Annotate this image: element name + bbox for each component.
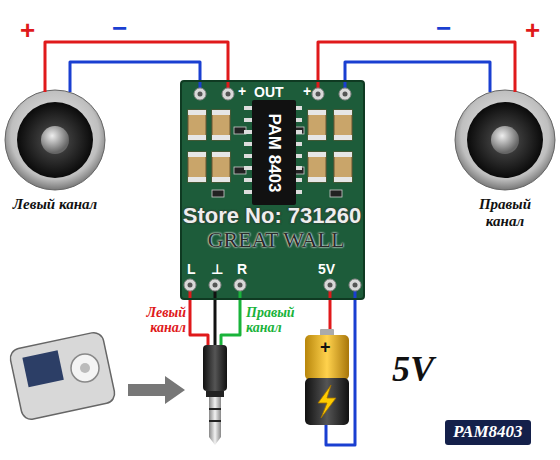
audio-jack — [203, 345, 227, 445]
chip-label: PAM 8403 — [264, 113, 284, 192]
voltage-label: 5V — [392, 350, 434, 390]
amplifier-board: OUT + + L ⊥ R 5V PAM 8403 — [180, 80, 365, 300]
channel-label: Правый канал — [246, 305, 304, 336]
watermark: GREAT WALL — [208, 228, 345, 252]
pin-name: L — [187, 262, 196, 277]
battery — [305, 329, 349, 425]
arrow — [128, 376, 185, 404]
speaker-label: Левый канал — [8, 196, 102, 213]
terminal-sign: − — [112, 14, 127, 43]
right-speaker — [455, 90, 555, 190]
terminal-sign: − — [436, 14, 451, 43]
battery-sign: + — [320, 338, 331, 358]
pin-name: ⊥ — [211, 262, 224, 277]
input-wires — [190, 300, 240, 346]
terminal-sign: + — [303, 84, 311, 99]
music-player — [9, 331, 117, 421]
pin-name: R — [237, 262, 247, 277]
pin-name: 5V — [318, 262, 335, 277]
terminal-sign: + — [238, 84, 246, 99]
channel-label: Левый канал — [120, 305, 186, 336]
output-label: OUT — [254, 85, 284, 100]
speaker-label: Правый канал — [458, 196, 552, 229]
left-speaker — [5, 90, 105, 190]
chip: PAM 8403 — [252, 100, 296, 205]
terminal-sign: + — [525, 16, 540, 45]
brand-label: PAM8403 — [445, 420, 531, 445]
terminal-sign: + — [20, 16, 35, 45]
watermark: Store No: 731260 — [183, 204, 362, 228]
